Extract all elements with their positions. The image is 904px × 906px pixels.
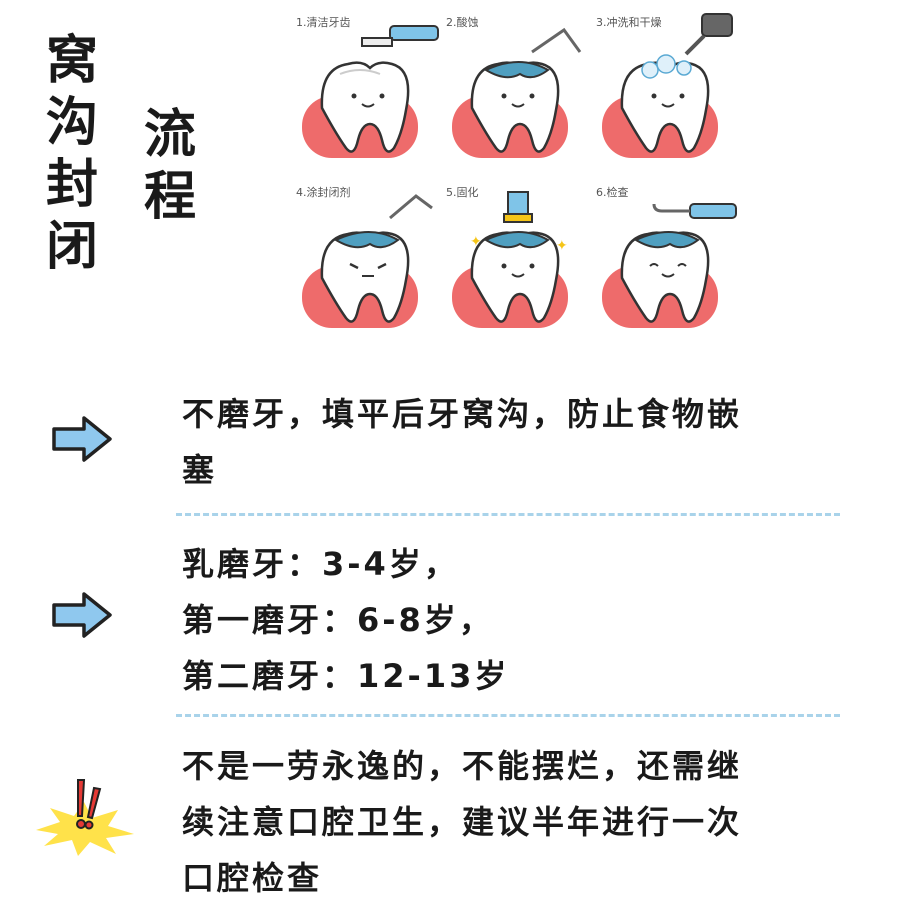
svg-text:✦: ✦ [470,234,482,250]
step-2: 2.酸蚀 [440,8,590,168]
step-4: 4.涂封闭剂 [290,178,440,338]
step-label: 6.检查 [596,186,629,199]
point-line: 塞 [182,451,218,489]
title-char: 窝 [45,31,98,91]
arrow-right-icon [52,416,112,462]
point-1-text: 不磨牙，填平后牙窝沟，防止食物嵌 塞 [182,386,842,498]
point-2-text: 乳磨牙：3-4岁， 第一磨牙：6-8岁， 第二磨牙：12-13岁 [182,536,842,704]
step-1: 1.清洁牙齿 [290,8,440,168]
dashed-divider [176,714,840,717]
title-char: 封 [45,155,98,215]
curing-light-icon: ✦ ✦ [452,191,568,328]
svg-text:✦: ✦ [556,238,568,254]
point-3-text: 不是一劳永逸的，不能摆烂，还需继 续注意口腔卫生，建议半年进行一次 口腔检查 [182,738,842,906]
title-char: 闭 [45,217,98,277]
dashed-divider [176,513,840,516]
step-label: 4.涂封闭剂 [296,186,351,199]
step-6: 6.检查 [590,178,740,338]
point-line: 第二磨牙：12-13岁 [182,657,510,695]
step-label: 3.冲洗和干燥 [596,16,662,29]
step-label: 5.固化 [446,186,479,199]
title-column-2: 流 程 [140,104,200,228]
title-char: 沟 [45,93,98,153]
step-5: ✦ ✦ 5.固化 [440,178,590,338]
step-label: 2.酸蚀 [446,16,479,29]
point-line: 口腔检查 [182,859,323,897]
point-line: 第一磨牙：6-8岁， [182,601,494,639]
warning-exclamation-icon [36,779,134,856]
etching-tool-icon [452,27,582,158]
point-line: 乳磨牙：3-4岁， [182,545,459,583]
step-3: 3.冲洗和干燥 [590,8,740,168]
toothbrush-icon [302,25,439,158]
water-spray-icon [602,13,733,158]
point-line: 不磨牙，填平后牙窝沟，防止食物嵌 [182,395,743,433]
point-line: 不是一劳永逸的，不能摆烂，还需继 [182,747,743,785]
title-column-1: 窝 沟 封 闭 [42,30,102,278]
dental-probe-icon [602,203,737,328]
sealant-applicator-icon [302,194,433,328]
title-char: 流 [143,105,196,165]
step-label: 1.清洁牙齿 [296,16,351,29]
point-line: 续注意口腔卫生，建议半年进行一次 [182,803,743,841]
steps-illustration-grid: 1.清洁牙齿 2.酸蚀 3.冲洗和干燥 [290,8,740,330]
arrow-right-icon [52,592,112,638]
title-char: 程 [143,167,196,227]
